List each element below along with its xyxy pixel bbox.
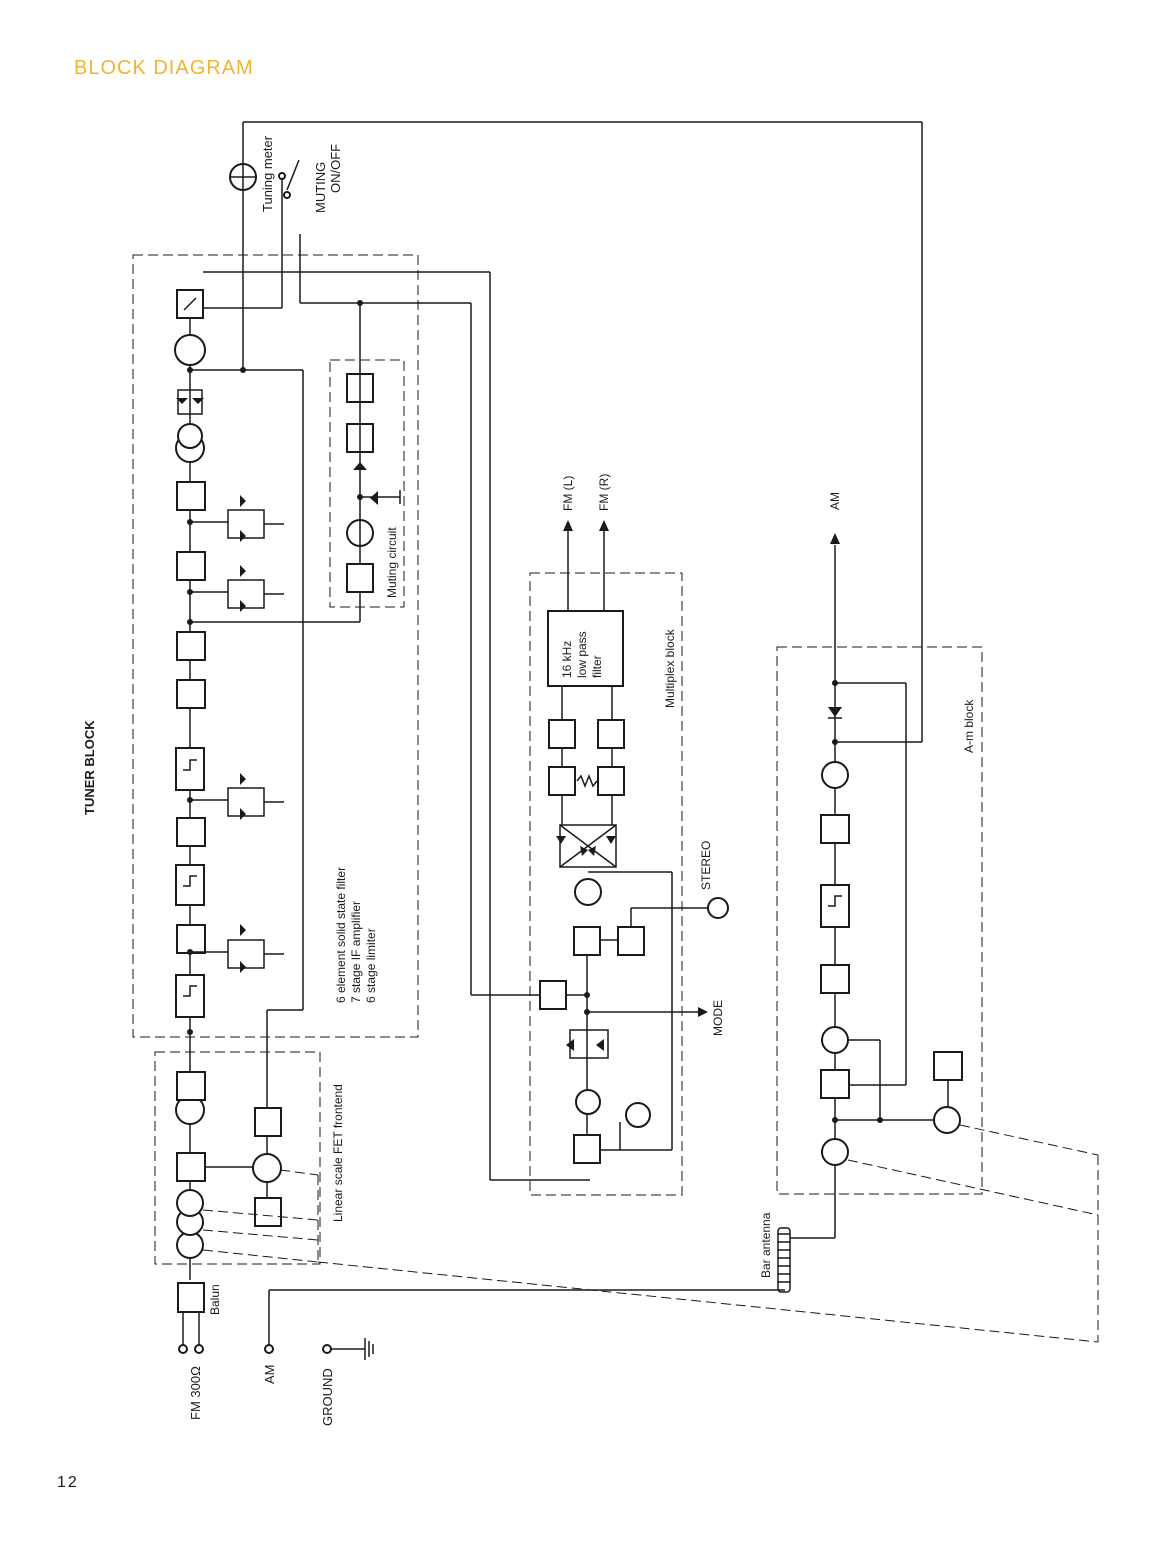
am-detector-amp [822, 762, 848, 788]
switch-contact [279, 173, 285, 179]
pilot-detector [626, 1103, 650, 1127]
gang-link [280, 1170, 318, 1175]
fm-terminal [179, 1345, 187, 1353]
mode-arrow-icon [698, 1007, 708, 1017]
frontend-label: Linear scale FET frontend [331, 1084, 345, 1222]
tuner-block-outline [133, 255, 418, 1037]
ground-label: GROUND [320, 1368, 335, 1426]
audio-amplifier [175, 335, 205, 365]
junction [832, 739, 838, 745]
gang-link [318, 1262, 1098, 1342]
if-spec-line-3: 6 stage limiter [364, 928, 378, 1003]
fm-l-arrow-icon [563, 520, 573, 531]
fm-l-label: FM (L) [561, 476, 575, 511]
stereo-label: STEREO [699, 841, 713, 890]
rf-amplifier-block [177, 1153, 205, 1181]
am-rf-stage [822, 1139, 848, 1165]
am-terminal [265, 1345, 273, 1353]
if-amplifier-block [177, 818, 205, 846]
mpx-input-block [574, 1135, 600, 1163]
tuning-meter-label: Tuning meter [260, 135, 275, 212]
limiter-block [177, 552, 205, 580]
audio-buffer-r [598, 720, 624, 748]
ground-terminal [323, 1345, 331, 1353]
junction [187, 1029, 193, 1035]
am-terminal-label: AM [262, 1365, 277, 1385]
mode-switch-block [540, 981, 566, 1009]
lpf-label-3: filter [590, 655, 604, 678]
muting-circuit-label: Muting circuit [385, 527, 399, 598]
muting-switch-icon[interactable] [287, 160, 299, 190]
balun-label: Balun [208, 1284, 222, 1315]
junction [240, 367, 246, 373]
oscillator-block [255, 1108, 281, 1136]
if-spec-line-2: 7 stage IF amplifier [349, 901, 363, 1003]
deemphasis-block-r [598, 767, 624, 795]
am-detector-diode [828, 707, 842, 717]
diode-symbol [556, 836, 616, 856]
bar-antenna-icon [778, 1228, 790, 1292]
muting-label: MUTING [313, 162, 328, 213]
if-spec-line-1: 6 element solid state filter [334, 867, 348, 1003]
ground-icon [365, 1338, 373, 1360]
diode-symbol [566, 1039, 604, 1051]
balun-block [178, 1283, 204, 1312]
deemphasis-block-l [549, 767, 575, 795]
fm-r-arrow-icon [599, 520, 609, 531]
junction [832, 1117, 838, 1123]
am-mixer [822, 1027, 848, 1053]
junction [357, 494, 363, 500]
muting-onoff-label: ON/OFF [328, 144, 343, 193]
pilot-amplifier [576, 1090, 600, 1114]
lpf-label-1: 16 kHz [560, 641, 574, 678]
if-amplifier-block [177, 680, 205, 708]
am-block-label: A-m block [962, 699, 976, 753]
tuner-block-label: TUNER BLOCK [82, 720, 97, 815]
resistor-symbol [577, 776, 597, 786]
local-oscillator [253, 1154, 281, 1182]
lpf-label-2: low pass [575, 631, 589, 678]
mode-label: MODE [711, 1000, 725, 1036]
junction [187, 589, 193, 595]
gang-link [203, 1230, 318, 1240]
discriminator [178, 424, 202, 448]
switching-amplifier [575, 879, 601, 905]
fm-terminal [195, 1345, 203, 1353]
stereo-lamp-driver [618, 927, 644, 955]
mpx-decoder-block [574, 927, 600, 955]
gang-link [203, 1250, 318, 1262]
junction [187, 949, 193, 955]
am-if-amplifier [821, 965, 849, 993]
fm-300-label: FM 300Ω [188, 1366, 203, 1420]
junction [584, 992, 590, 998]
afc-block [255, 1198, 281, 1226]
am-rf-amplifier [821, 1070, 849, 1098]
junction [187, 519, 193, 525]
switch-contact [284, 192, 290, 198]
gang-link [848, 1160, 1098, 1215]
junction [584, 1009, 590, 1015]
if-amplifier-block [177, 632, 205, 660]
if-amplifier-block [177, 925, 205, 953]
if-buffer-block [177, 1072, 205, 1100]
page-number: 12 [57, 1474, 79, 1492]
bar-antenna-label: Bar antenna [759, 1212, 773, 1278]
audio-buffer-l [549, 720, 575, 748]
am-oscillator-buffer [934, 1052, 962, 1080]
junction [187, 797, 193, 803]
multiplex-block-label: Multiplex block [663, 628, 677, 708]
fm-r-label: FM (R) [597, 474, 611, 511]
rf-tuned-circuit [177, 1190, 203, 1216]
am-output-label: AM [828, 492, 842, 510]
am-local-oscillator [934, 1107, 960, 1133]
gang-link [960, 1125, 1098, 1155]
am-if-amplifier [821, 815, 849, 843]
stereo-lamp-icon [708, 898, 728, 918]
junction [877, 1117, 883, 1123]
am-arrow-icon [830, 533, 840, 544]
limiter-block [177, 482, 205, 510]
muting-diode [353, 462, 378, 505]
muting-amp-block [347, 564, 373, 592]
